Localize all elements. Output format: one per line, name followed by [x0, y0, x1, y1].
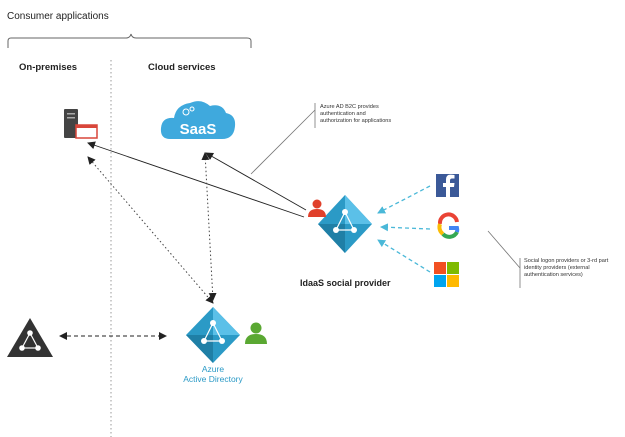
- arrow-google-to-b2c: [380, 223, 431, 232]
- saas-cloud-icon: SaaS: [160, 101, 236, 139]
- user-green-icon: [245, 322, 267, 344]
- b2c-note-callout: [250, 109, 316, 175]
- user-red-icon: [308, 199, 326, 217]
- diagram-title: Consumer applications: [7, 11, 109, 22]
- azure-b2c-icon: [318, 195, 372, 253]
- arrow-b2c-to-saas: [205, 152, 307, 211]
- server-icon: [64, 109, 98, 139]
- azure-ad-icon: [186, 307, 240, 363]
- arrow-aad-to-saas: [201, 152, 217, 301]
- section-cloud-services: Cloud services: [148, 62, 216, 73]
- arrow-aad-to-server: [87, 156, 214, 304]
- microsoft-icon: [434, 262, 459, 287]
- arrow-microsoft-to-b2c: [377, 239, 431, 273]
- google-icon: [437, 212, 460, 239]
- arrow-facebook-to-b2c: [377, 185, 431, 214]
- azure-ad-label: Azure Active Directory: [183, 364, 243, 384]
- consumer-applications-bracket: [7, 33, 252, 48]
- arrow-b2c-to-server: [87, 141, 305, 218]
- on-prem-ad-icon: [7, 318, 53, 357]
- saas-label: SaaS: [180, 121, 217, 138]
- section-on-premises: On-premises: [19, 62, 78, 73]
- social-note: Social logon providers or 3-rd part iden…: [524, 258, 609, 278]
- facebook-icon: [436, 174, 459, 197]
- azure-b2c-note: Azure AD B2C provides authentication and…: [320, 104, 392, 124]
- social-note-callout: [487, 230, 521, 269]
- idaas-label: IdaaS social provider: [300, 278, 391, 288]
